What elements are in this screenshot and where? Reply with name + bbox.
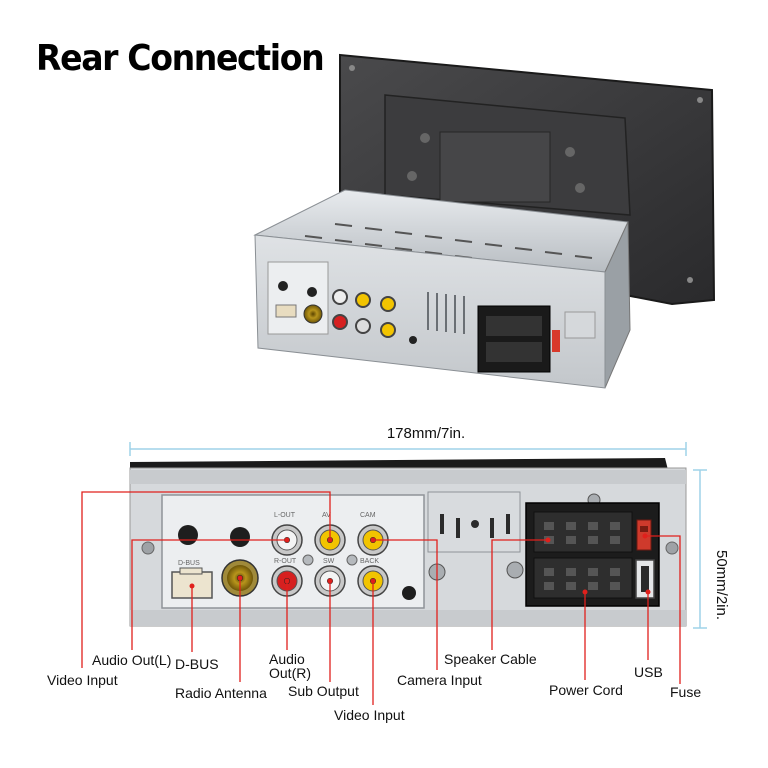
screw-dot [687, 277, 693, 283]
rca-3d [332, 314, 348, 330]
rca-3d [380, 296, 396, 312]
heat-sink-slots [440, 514, 510, 538]
dbus-connector-3d [275, 304, 297, 318]
label-power-cord: Power Cord [549, 682, 623, 698]
mic-hole-3d [409, 336, 417, 344]
speaker-cable-socket[interactable] [533, 511, 633, 553]
mount-hole [178, 525, 198, 545]
rout-mark: R-OUT [274, 558, 297, 565]
label-speaker-cable: Speaker Cable [444, 651, 537, 667]
rca-3d [332, 289, 348, 305]
label-radio-antenna: Radio Antenna [175, 685, 267, 701]
heat-sink-hole [471, 520, 479, 528]
recess-left [267, 261, 329, 335]
label-d-bus: D-BUS [175, 656, 219, 672]
rca-3d [355, 292, 371, 308]
callout-video-input-av [81, 491, 331, 668]
label-audio-out-l: Audio Out(L) [92, 652, 171, 668]
unit-3d-illustration [253, 53, 716, 389]
label-audio-out-r-line1: Audio [269, 651, 305, 667]
hole [278, 281, 288, 291]
panel-top-band [130, 470, 686, 484]
label-fuse: Fuse [670, 684, 701, 700]
iso-row [486, 316, 542, 336]
label-usb: USB [634, 664, 663, 680]
callout-lines [81, 491, 681, 705]
height-dimension-label: 50mm/2in. [713, 550, 730, 620]
rca-screw [346, 554, 358, 566]
label-video-input-bottom: Video Input [334, 707, 405, 723]
callout-camera-input [373, 539, 438, 670]
label-audio-out-r-line2: Out(R) [269, 665, 311, 681]
panel-screw [141, 541, 155, 555]
vent-grid-3d [564, 311, 596, 339]
mic-jack[interactable] [402, 586, 416, 600]
callout-fuse [645, 535, 681, 684]
bracket-screw [575, 183, 585, 193]
fuse-3d [552, 330, 560, 352]
av-mark: AV [322, 512, 331, 519]
bracket-recess [439, 131, 551, 203]
heat-fins-3d [427, 292, 465, 334]
panel-screw [665, 541, 679, 555]
panel-screw [506, 561, 524, 579]
panel-bottom-band [130, 610, 686, 626]
iso-pins [544, 522, 620, 590]
fuse-detail [640, 526, 648, 532]
antenna-jack-3d [303, 304, 323, 324]
label-sub-output: Sub Output [288, 683, 359, 699]
back-mark: BACK [360, 558, 379, 565]
dbus-port-tab [179, 567, 203, 575]
rear-panel: D-BUS L-OUT AV CAM R-OUT SW BACK [129, 458, 687, 627]
callout-speaker-cable [491, 539, 548, 650]
mount-hole [230, 527, 250, 547]
rca-3d [380, 322, 396, 338]
iso-row [486, 342, 542, 362]
width-dimension-label: 178mm/7in. [387, 425, 465, 442]
iso-connector-3d [477, 305, 551, 373]
cam-mark: CAM [360, 512, 376, 519]
usb-port-tongue [641, 566, 649, 592]
bracket-screw [420, 133, 430, 143]
label-camera-input: Camera Input [397, 672, 482, 688]
rca-screw [302, 554, 314, 566]
callout-audio-out-l [131, 539, 287, 650]
screw-dot [349, 65, 355, 71]
width-dimension [129, 442, 687, 456]
dbus-mark: D-BUS [178, 560, 200, 567]
height-dimension [693, 469, 707, 629]
lout-mark: L-OUT [274, 512, 296, 519]
rca-3d [355, 318, 371, 334]
hole [307, 287, 317, 297]
bracket-screw [407, 171, 417, 181]
bracket-screw [565, 147, 575, 157]
callout-dots [189, 533, 651, 595]
label-video-input-left: Video Input [47, 672, 118, 688]
page-title: Rear Connection [36, 38, 325, 79]
screw-dot [697, 97, 703, 103]
sw-mark: SW [323, 558, 335, 565]
